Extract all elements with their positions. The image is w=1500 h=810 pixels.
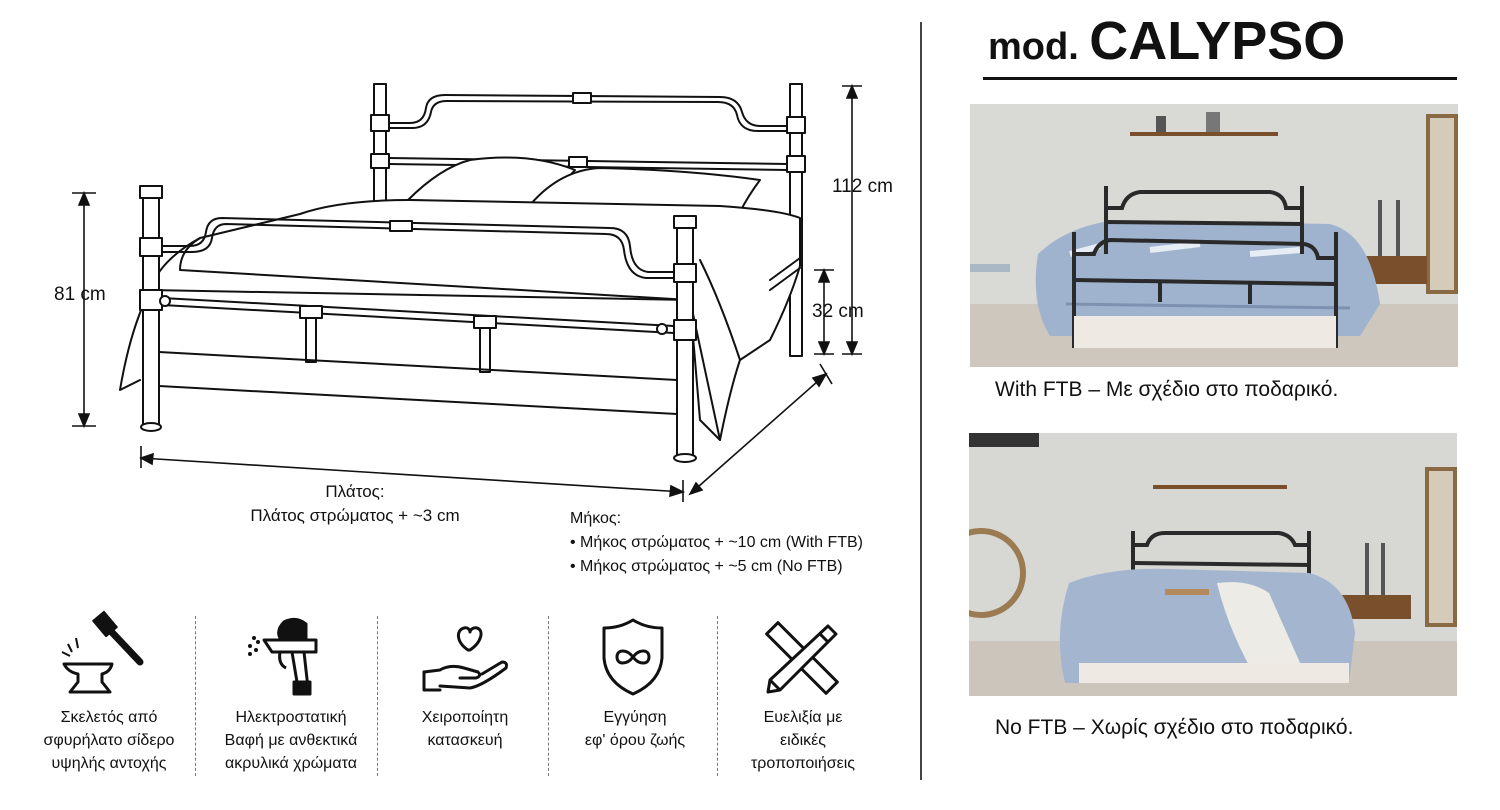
model-title: mod. CALYPSO: [988, 10, 1345, 72]
length-note: Μήκος: • Μήκος στρώματος + ~10 cm (With …: [570, 507, 863, 579]
photo-with-ftb-caption: With FTB – Με σχέδιο στο ποδαρικό.: [995, 378, 1339, 401]
feature-divider: [717, 616, 718, 776]
spray-gun-icon: [248, 617, 318, 696]
photo-no-ftb-caption: No FTB – Χωρίς σχέδιο στο ποδαρικό.: [995, 716, 1354, 739]
bed-line-drawing: [72, 83, 862, 502]
width-note-line: Πλάτος στρώματος + ~3 cm: [250, 506, 460, 525]
width-note-title: Πλάτος:: [325, 482, 385, 501]
photo-no-ftb: [969, 433, 1457, 696]
feature-divider: [377, 616, 378, 776]
model-name: CALYPSO: [1089, 11, 1346, 71]
section-divider: [920, 22, 922, 780]
title-underline: [983, 77, 1457, 80]
footboard-height-label: 81 cm: [54, 284, 106, 305]
length-note-item: • Μήκος στρώματος + ~10 cm (With FTB): [570, 534, 864, 551]
heart-hand-icon: [422, 626, 508, 692]
length-note-item: • Μήκος στρώματος + ~5 cm (No FTB): [570, 558, 843, 575]
feature-divider: [195, 616, 196, 776]
feature-divider: [548, 616, 549, 776]
ruler-pencil-icon: [765, 621, 839, 695]
hammer-anvil-icon: [61, 610, 144, 694]
photo-with-ftb: [970, 104, 1458, 367]
length-note-title: Μήκος:: [570, 510, 622, 527]
model-prefix: mod.: [988, 26, 1079, 68]
width-note: Πλάτος: Πλάτος στρώματος + ~3 cm: [230, 480, 480, 528]
infinity-shield-icon: [602, 618, 664, 696]
headboard-height-label: 112 cm: [832, 176, 893, 197]
clearance-height-label: 32 cm: [812, 301, 864, 322]
